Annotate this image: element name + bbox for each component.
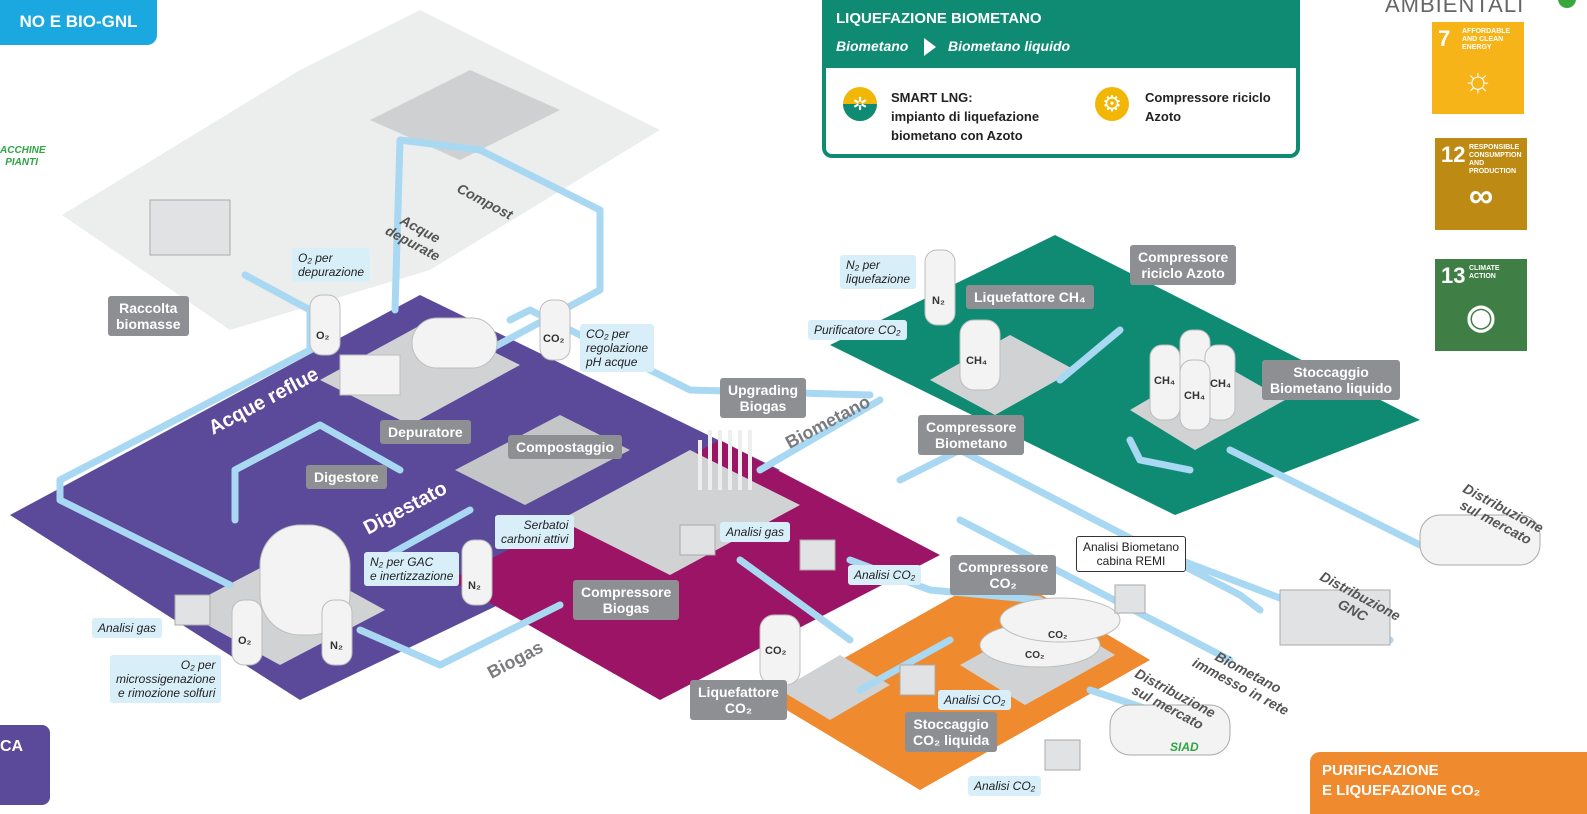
co2-panel-title-line1: PURIFICAZIONE xyxy=(1322,762,1439,779)
tank-label-o2-top: O₂ xyxy=(316,330,330,342)
analyzers xyxy=(174,524,1146,771)
tank-label-n2-teal: N₂ xyxy=(932,295,945,307)
bubble-analisi-gas-left: Analisi gas xyxy=(92,618,163,638)
sdg-12-text: RESPONSIBLE CONSUMPTION AND PRODUCTION xyxy=(1469,144,1522,175)
legend-item-2-line1: Compressore riciclo xyxy=(1145,90,1271,105)
liquefattore-ch4-platform xyxy=(930,335,1075,415)
bubble-analisi-biometano: Analisi Biometano cabina REMI xyxy=(1076,536,1187,572)
sdg-12-number: 12 xyxy=(1441,142,1466,167)
magenta-zone xyxy=(450,440,940,700)
sdg-13-tile: 13 CLIMATE ACTION ◉ xyxy=(1435,259,1527,351)
truck-siad-logo: SIAD xyxy=(1170,740,1199,754)
infinity-icon: ∞ xyxy=(1468,177,1494,215)
top-right-leaf-icon xyxy=(1558,0,1576,8)
bottom-left-box-text: CA xyxy=(0,738,24,755)
liquefaction-panel-title: LIQUEFAZIONE BIOMETANO xyxy=(836,10,1042,27)
field-patch xyxy=(370,70,560,160)
sdg-7-number: 7 xyxy=(1438,26,1451,51)
bubble-analisi-co2-b: Analisi CO₂ xyxy=(938,690,1012,710)
tank-label-co2-liq: CO₂ xyxy=(765,645,787,657)
left-green-text: ACCHINE PIANTI xyxy=(0,145,46,168)
bubble-analisi-gas-mid: Analisi gas xyxy=(720,522,791,542)
sdg-12-tile: 12 RESPONSIBLE CONSUMPTION AND PRODUCTIO… xyxy=(1435,138,1527,230)
tank-label-n2-bottom: N₂ xyxy=(330,640,343,652)
legend-item-1-line3: biometano con Azoto xyxy=(891,128,1023,143)
sdg-7-tile: 7 AFFORDABLE AND CLEAN ENERGY ☼ xyxy=(1432,22,1524,114)
top-right-text: AMBIENTALI xyxy=(1385,0,1525,17)
legend-item-1-line1: SMART LNG: xyxy=(891,90,973,105)
legend-item-1-line2: impianto di liquefazione xyxy=(891,109,1040,124)
callout-liquefattore-co2: Liquefattore CO₂ xyxy=(690,680,787,720)
callout-liquefattore-ch4: Liquefattore CH₄ xyxy=(966,285,1094,309)
snowflake-icon: ✲ xyxy=(843,87,877,121)
callout-compressore-riciclo-azoto: Compressore riciclo Azoto xyxy=(1130,245,1237,285)
liquefaction-subtitle-from: Biometano xyxy=(836,38,909,54)
tank-label-n2-mid: N₂ xyxy=(468,580,481,592)
liquefaction-subtitle-to: Biometano liquido xyxy=(948,38,1071,54)
bubble-co2-regolazione: CO₂ per regolazione pH acque xyxy=(580,324,655,372)
earth-eye-icon: ◉ xyxy=(1466,298,1496,336)
bubble-n2-liquefazione: N₂ per liquefazione xyxy=(840,255,917,289)
callout-compressore-biogas: Compressore Biogas xyxy=(573,580,680,620)
co2-panel-title-line2: E LIQUEFAZIONE CO₂ xyxy=(1322,782,1481,799)
callout-compostaggio: Compostaggio xyxy=(508,435,622,459)
tank-label-ch4-b: CH₄ xyxy=(1154,375,1176,387)
callout-stoccaggio-biometano-liquido: Stoccaggio Biometano liquido xyxy=(1262,360,1401,400)
callout-compressore-biometano: Compressore Biometano xyxy=(918,415,1025,455)
tank-label-ch4-a: CH₄ xyxy=(966,355,988,367)
sun-power-icon: ☼ xyxy=(1462,61,1494,99)
sdg-13-text: CLIMATE ACTION xyxy=(1469,265,1500,280)
tanks xyxy=(231,249,1236,686)
callout-digestore: Digestore xyxy=(306,465,387,489)
bubble-analisi-co2-c: Analisi CO₂ xyxy=(968,776,1042,796)
bubble-o2-depurazione: O₂ per depurazione xyxy=(292,248,371,282)
bubble-serbatoi-carboni: Serbatoi carboni attivi xyxy=(495,515,575,549)
tank-label-ch4-c: CH₄ xyxy=(1184,390,1206,402)
tank-label-co2-top: CO₂ xyxy=(543,333,565,345)
sdg-7-text: AFFORDABLE AND CLEAN ENERGY xyxy=(1462,28,1511,51)
trucks xyxy=(149,199,1541,756)
upgrading-columns xyxy=(698,430,752,490)
tank-label-o2-bottom: O₂ xyxy=(238,635,252,647)
top-left-banner xyxy=(0,0,157,45)
liquefattore-co2-platform xyxy=(780,655,890,720)
legend-item-2-line2: Azoto xyxy=(1145,109,1182,124)
collection-ground xyxy=(62,10,660,330)
bubble-o2-microssigenazione: O₂ per microssigenazione e rimozione sol… xyxy=(110,655,222,703)
arrow-right-icon xyxy=(924,38,936,56)
gear-icon: ⚙ xyxy=(1095,87,1129,121)
bubble-purificatore-co2: Purificatore CO₂ xyxy=(808,320,907,340)
bottom-left-box xyxy=(0,725,50,805)
tank-label-co2-h2: CO₂ xyxy=(1025,650,1045,661)
tank-label-co2-h1: CO₂ xyxy=(1048,630,1068,641)
callout-stoccaggio-co2-liquida: Stoccaggio CO₂ liquida xyxy=(905,712,998,752)
callout-depuratore: Depuratore xyxy=(380,420,471,444)
callout-compressore-co2: Compressore CO₂ xyxy=(950,555,1057,595)
callout-upgrading-biogas: Upgrading Biogas xyxy=(720,378,806,418)
tank-label-ch4-d: CH₄ xyxy=(1210,378,1232,390)
sdg-13-number: 13 xyxy=(1441,263,1466,288)
callout-raccolta-biomasse: Raccolta biomasse xyxy=(108,296,189,336)
top-left-banner-text: NO E BIO-GNL xyxy=(19,12,138,31)
co2-panel xyxy=(1310,752,1587,814)
bubble-analisi-co2-a: Analisi CO₂ xyxy=(848,565,922,585)
bubble-n2-gac: N₂ per GAC e inertizzazione xyxy=(364,552,460,586)
liquefaction-panel-header xyxy=(822,0,1300,68)
